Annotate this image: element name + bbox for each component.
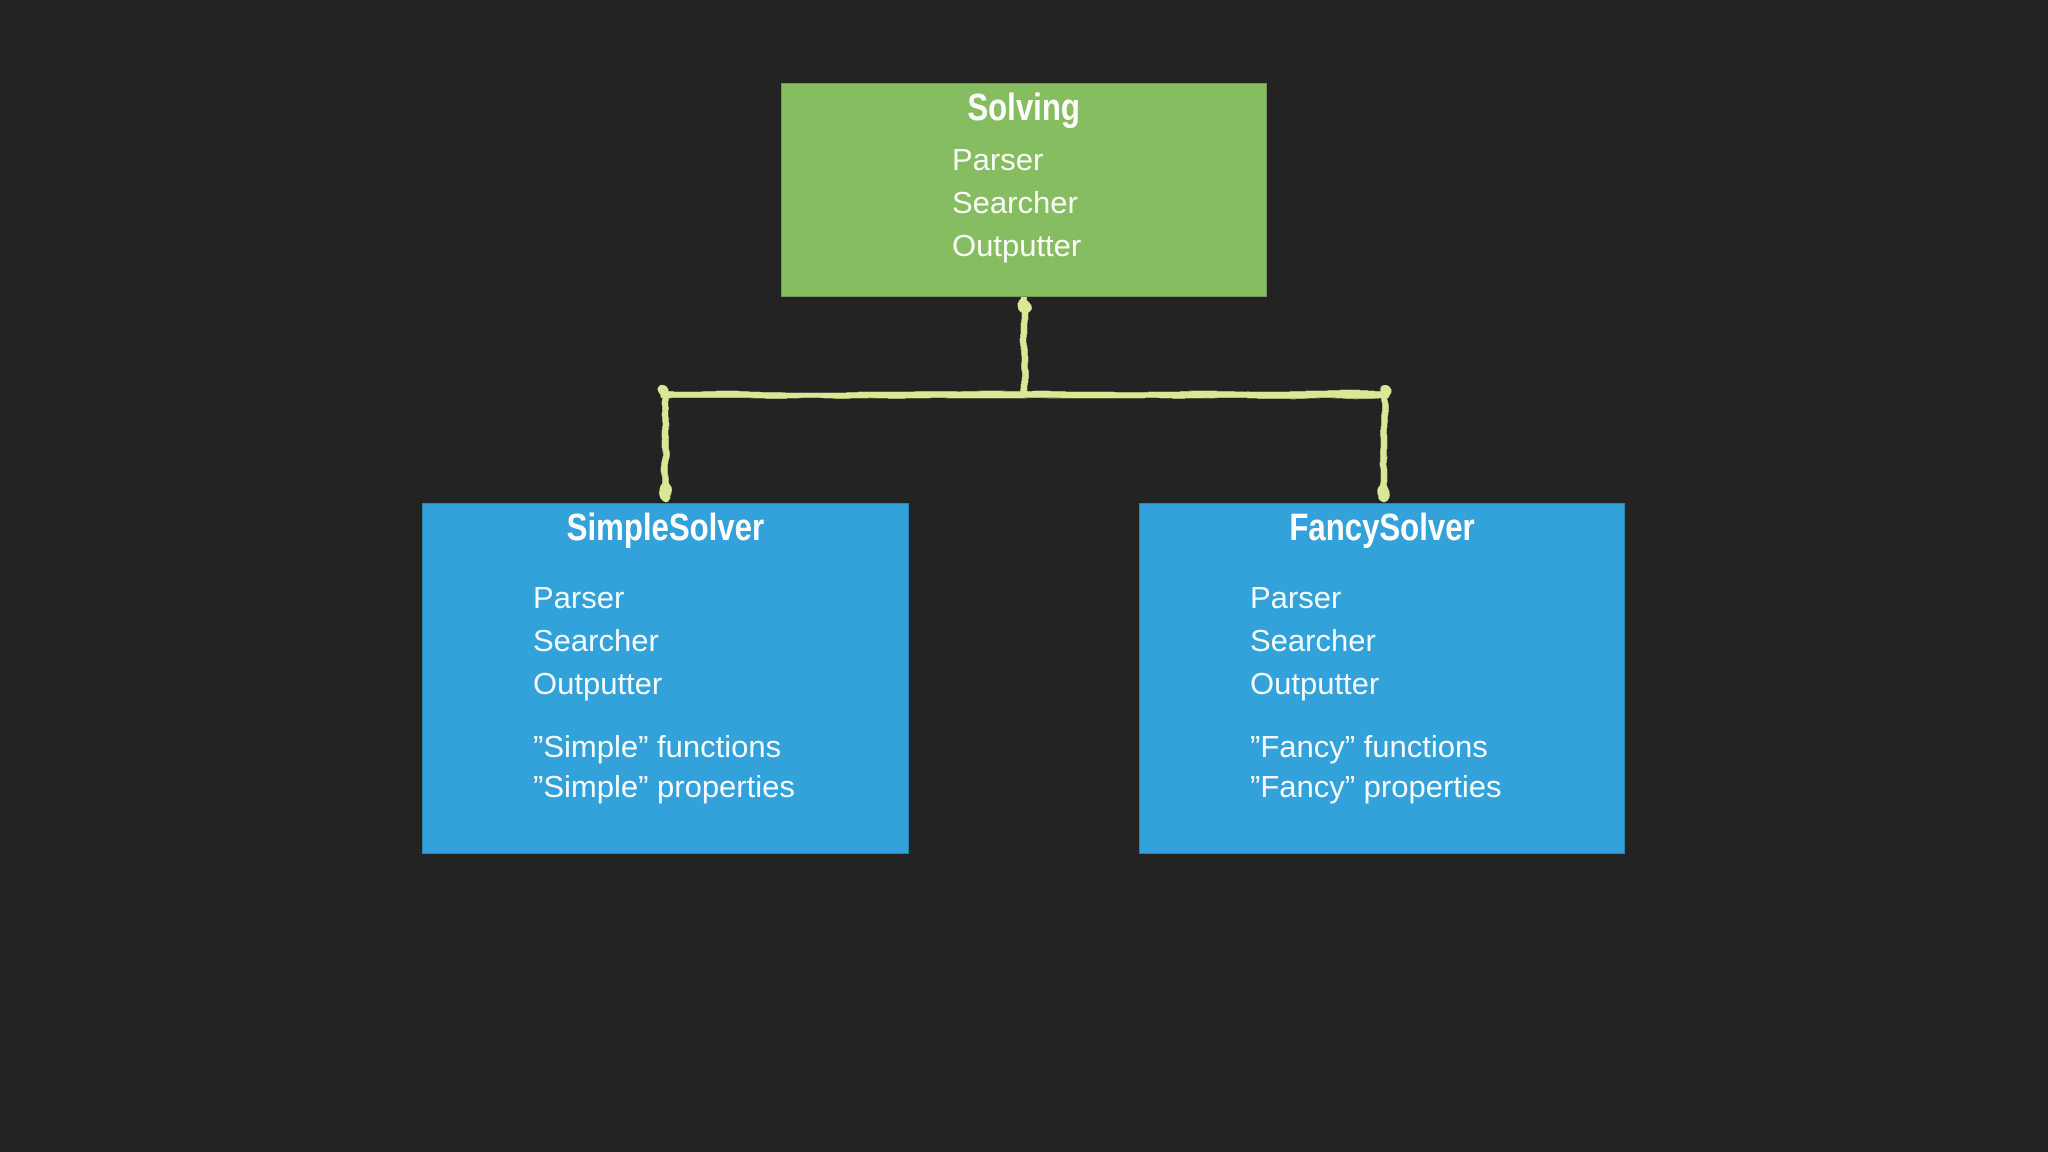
connector-nub-left: [657, 385, 669, 397]
node-item: Parser: [1250, 580, 1342, 615]
node-extra: ”Simple” properties: [533, 769, 795, 804]
node-item-list: Parser Searcher Outputter: [952, 138, 1081, 267]
connector-blob-top: [1017, 299, 1032, 313]
node-title: Solving: [781, 87, 1267, 130]
node-item: Searcher: [533, 623, 659, 658]
connector-nub-right: [1380, 385, 1392, 397]
node-item: Searcher: [952, 185, 1078, 220]
node-title-text: FancySolver: [1289, 507, 1475, 549]
node-extra-list: ”Simple” functions ”Simple” properties: [533, 727, 795, 807]
node-title-text: SimpleSolver: [566, 507, 765, 549]
node-title: FancySolver: [1139, 507, 1625, 550]
node-item: Parser: [952, 142, 1044, 177]
node-item: Parser: [533, 580, 625, 615]
node-item: Outputter: [1250, 666, 1380, 701]
node-extra: ”Fancy” properties: [1250, 769, 1502, 804]
node-extra-list: ”Fancy” functions ”Fancy” properties: [1250, 727, 1502, 807]
node-fancysolver: FancySolver Parser Searcher Outputter ”F…: [1139, 503, 1625, 854]
connector-drop-tip-right: [1377, 482, 1390, 502]
connector-drop-tip-left: [659, 482, 672, 502]
node-item: Searcher: [1250, 623, 1376, 658]
node-title-text: Solving: [967, 87, 1081, 129]
node-simplesolver: SimpleSolver Parser Searcher Outputter ”…: [422, 503, 909, 854]
node-item-list: Parser Searcher Outputter: [1250, 576, 1379, 705]
node-extra: ”Fancy” functions: [1250, 729, 1488, 764]
node-title: SimpleSolver: [422, 507, 909, 550]
node-item-list: Parser Searcher Outputter: [533, 576, 662, 705]
node-extra: ”Simple” functions: [533, 729, 782, 764]
node-item: Outputter: [533, 666, 663, 701]
node-item: Outputter: [952, 228, 1082, 263]
node-solving: Solving Parser Searcher Outputter: [781, 83, 1267, 297]
